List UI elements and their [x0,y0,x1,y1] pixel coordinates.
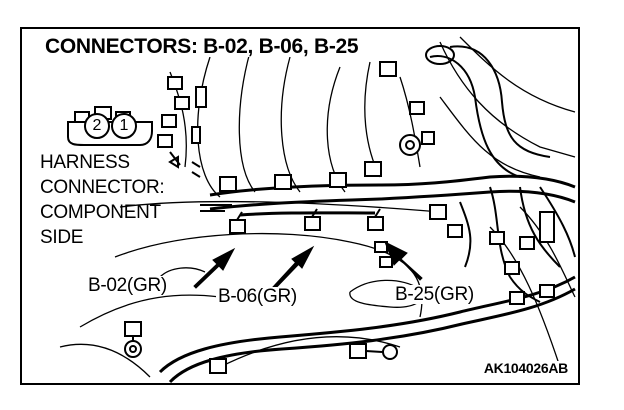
harness-label-line-1: HARNESS [40,152,130,173]
connector-label-b06: B-06(GR) [216,286,299,307]
harness-label-line-4: SIDE [40,227,84,248]
pin-number-2: 2 [84,113,110,139]
pin-number-1: 1 [111,113,137,139]
engine-wiring-illustration [20,27,580,385]
connector-label-b25: B-25(GR) [393,284,476,305]
connector-label-b02: B-02(GR) [86,275,169,296]
harness-label-line-2: CONNECTOR: [40,177,165,198]
harness-label-line-3: COMPONENT [40,202,161,223]
figure-title: CONNECTORS: B-02, B-06, B-25 [42,36,362,57]
figure-code: AK104026AB [481,360,570,376]
